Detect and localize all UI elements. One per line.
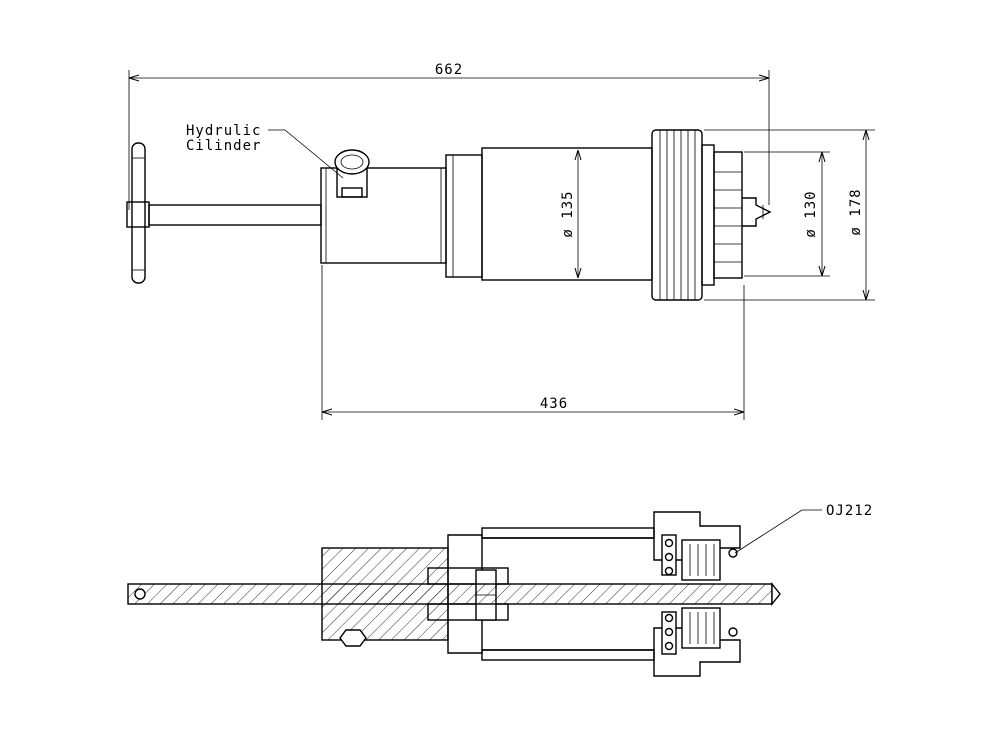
body-length-label: 436 bbox=[540, 396, 568, 412]
ribbed-nut bbox=[651, 129, 703, 301]
t-handle bbox=[126, 142, 150, 284]
dim-overall-length: 662 bbox=[128, 62, 770, 210]
section-pull-rod bbox=[127, 582, 781, 606]
elevation-view: 662 436 ø 135 ø 130 ø 178 bbox=[126, 62, 875, 420]
diameter-135-label: ø 135 bbox=[560, 190, 576, 237]
hydraulic-label-line2: Cilinder bbox=[186, 138, 261, 154]
hydraulic-callout: Hydrulic Cilinder bbox=[186, 123, 344, 179]
part-code-label: OJ212 bbox=[826, 503, 873, 519]
dim-diameter-178: ø 178 bbox=[704, 129, 875, 301]
section-view: OJ212 bbox=[127, 503, 873, 677]
section-ribbed-nut bbox=[653, 511, 741, 677]
oil-fill-cap bbox=[334, 149, 370, 198]
part-callout: OJ212 bbox=[734, 503, 873, 554]
dim-diameter-135: ø 135 bbox=[560, 150, 578, 278]
gripper-head bbox=[701, 144, 772, 286]
diameter-130-label: ø 130 bbox=[803, 190, 819, 237]
diameter-178-label: ø 178 bbox=[848, 188, 864, 235]
overall-length-label: 662 bbox=[435, 62, 463, 78]
dim-body-length: 436 bbox=[321, 265, 745, 420]
section-jaws bbox=[681, 539, 738, 649]
rod bbox=[148, 204, 322, 226]
dim-diameter-130: ø 130 bbox=[744, 151, 830, 277]
hydraulic-label-line1: Hydrulic bbox=[186, 123, 261, 139]
hydraulic-cylinder bbox=[320, 154, 483, 278]
